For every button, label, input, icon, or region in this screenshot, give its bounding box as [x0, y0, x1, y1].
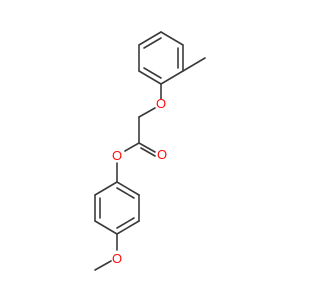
- bond: [116, 220, 140, 235]
- methoxyphenyl-ring: [94, 181, 140, 235]
- double-bond-inner: [143, 67, 162, 79]
- bond: [138, 107, 156, 118]
- double-bond-inner: [116, 217, 135, 229]
- bond: [138, 70, 162, 85]
- molecule-structure: O O O O: [94, 31, 206, 271]
- bond: [160, 31, 184, 46]
- bond: [124, 142, 140, 152]
- bond: [160, 70, 184, 85]
- atom-o-ether: O: [156, 96, 166, 111]
- carbonyl-double-bond: [138, 142, 156, 153]
- bond: [94, 181, 118, 196]
- atom-o-ester: O: [112, 148, 122, 163]
- double-bond-inner: [116, 187, 135, 199]
- methoxy-methyl-bond: [94, 260, 112, 271]
- bond: [94, 220, 118, 235]
- atom-o-methoxy: O: [112, 251, 122, 266]
- bond: [138, 31, 162, 46]
- methyl-bond: [182, 57, 206, 72]
- double-bond-inner: [143, 37, 162, 49]
- tolyl-ring: [138, 31, 184, 85]
- bond: [116, 181, 140, 196]
- atom-o-carbonyl: O: [157, 147, 167, 162]
- carbonyl-double-bond: [140, 147, 156, 157]
